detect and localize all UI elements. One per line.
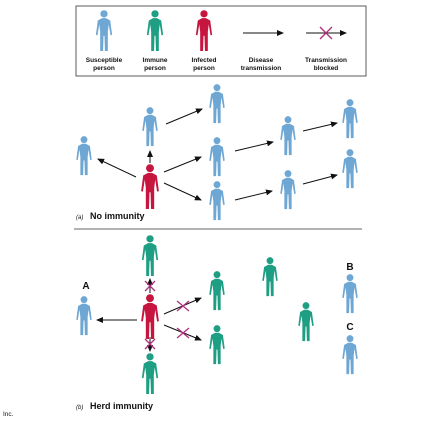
b-immune-person-lower <box>209 325 225 365</box>
b-immune-person-top <box>141 235 159 277</box>
arrow-a-right1-to-far <box>302 121 338 132</box>
legend-label-transmission: Transmission <box>305 57 347 64</box>
panel-b-block-marks <box>144 280 190 350</box>
legend-blocked-x-icon-2 <box>319 26 333 40</box>
legend-label-susceptible: Susceptible <box>86 57 123 64</box>
label-B: B <box>346 262 353 273</box>
arrow-a-infected-to-low <box>163 182 202 201</box>
people-layer <box>76 84 358 395</box>
arrow-a-infected-to-left <box>97 158 137 178</box>
b-immune-person-bottom <box>141 353 159 395</box>
arrow-a-right2-to-far <box>302 173 338 185</box>
label-C: C <box>346 322 353 333</box>
b-susceptible-person-C <box>342 335 358 375</box>
a-susceptible-person-mid <box>209 137 225 177</box>
legend-labels: Susceptible person Immune person Infecte… <box>86 57 347 72</box>
b-immune-person-mid-right <box>298 302 314 342</box>
legend-label-immune: Immune <box>143 57 168 64</box>
block-x-up-2 <box>144 280 156 292</box>
arrow-a-infected-to-mid <box>163 156 202 173</box>
block-x-upright-2 <box>176 300 190 312</box>
arrow-a-low-to-right <box>234 189 273 201</box>
arrow-a-top-to-upper <box>165 108 203 125</box>
a-susceptible-person-top <box>142 107 158 147</box>
legend-infected-person-icon <box>195 10 213 52</box>
a-susceptible-person-upper <box>209 84 225 124</box>
a-susceptible-person-right1 <box>280 116 296 156</box>
legend-susceptible-person-icon <box>95 10 113 52</box>
legend-label-disease: Disease <box>249 57 274 64</box>
legend-box <box>75 5 367 77</box>
legend-label-transmission-2: blocked <box>314 65 339 72</box>
label-A: A <box>82 281 89 292</box>
panel-a-arrows <box>97 108 338 201</box>
credit-text: Inc. <box>3 411 14 418</box>
b-susceptible-person-B <box>342 274 358 314</box>
b-immune-person-top-right <box>262 257 278 297</box>
legend-label-infected: Infected <box>192 57 217 64</box>
a-susceptible-person-far1 <box>342 99 358 139</box>
b-susceptible-person-A <box>76 296 92 336</box>
a-susceptible-person-far2 <box>342 149 358 189</box>
legend-label-disease-2: transmission <box>241 65 281 72</box>
legend-label-infected-2: person <box>193 65 215 72</box>
panel-b-letter: (b) <box>76 405 83 411</box>
panel-a-letter: (a) <box>76 215 83 221</box>
legend-label-susceptible-2: person <box>93 65 115 72</box>
block-x-downright-2 <box>176 327 190 339</box>
a-infected-person <box>141 164 159 209</box>
legend-immune-person-icon <box>146 10 164 52</box>
a-susceptible-person-low <box>209 181 225 221</box>
panel-a-title: No immunity <box>90 211 145 221</box>
b-immune-person-upper <box>209 271 225 311</box>
a-susceptible-person-left <box>76 136 92 176</box>
arrow-a-mid-to-right <box>234 140 274 152</box>
legend-icons <box>95 10 213 52</box>
legend-label-immune-2: person <box>144 65 166 72</box>
panel-b-title: Herd immunity <box>90 401 153 411</box>
a-susceptible-person-right2 <box>280 170 296 210</box>
b-infected-person <box>141 294 159 339</box>
block-x-down-2 <box>144 338 156 350</box>
